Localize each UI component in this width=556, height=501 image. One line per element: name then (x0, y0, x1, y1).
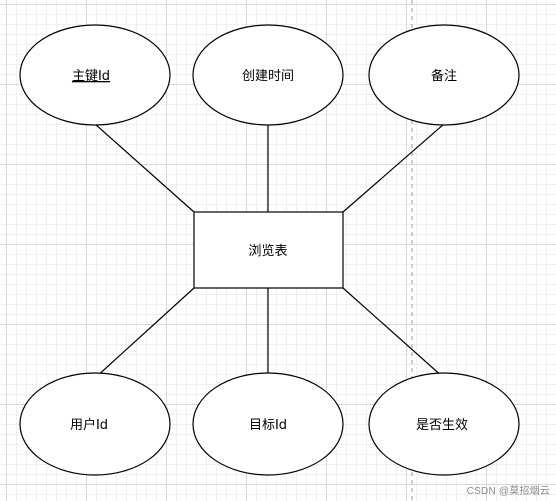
attribute-user-id[interactable]: 用户Id (19, 372, 171, 476)
connector-is-active[interactable] (342, 287, 445, 379)
connector-user-id[interactable] (94, 287, 195, 379)
attribute-ellipse (19, 372, 171, 476)
entity-label: 浏览表 (248, 243, 287, 259)
entity-rectangle (193, 211, 344, 289)
entity-browse-table[interactable]: 浏览表 (193, 211, 344, 289)
attribute-primary-key-label: 主键Id (72, 69, 110, 84)
watermark-text: CSDN @莫招烟云 (466, 486, 550, 497)
connector-primary-key[interactable] (94, 123, 195, 213)
attribute-remark[interactable]: 备注 (368, 24, 520, 126)
attribute-ellipse (368, 372, 520, 476)
attribute-is-active-label: 是否生效 (416, 418, 468, 433)
attribute-target-id[interactable]: 目标Id (192, 372, 344, 476)
attribute-is-active[interactable]: 是否生效 (368, 372, 520, 476)
attribute-target-id-label: 目标Id (249, 418, 287, 433)
connector-remark[interactable] (342, 123, 445, 213)
attribute-created-time[interactable]: 创建时间 (192, 24, 344, 126)
attribute-ellipse (368, 24, 520, 126)
attribute-ellipse (19, 24, 171, 126)
attribute-ellipse (192, 372, 344, 476)
attribute-user-id-label: 用户Id (70, 417, 108, 433)
attribute-created-time-label: 创建时间 (242, 69, 294, 84)
attribute-remark-label: 备注 (431, 68, 457, 84)
attribute-ellipse (192, 24, 344, 126)
attribute-primary-key[interactable]: 主键Id (19, 24, 171, 126)
